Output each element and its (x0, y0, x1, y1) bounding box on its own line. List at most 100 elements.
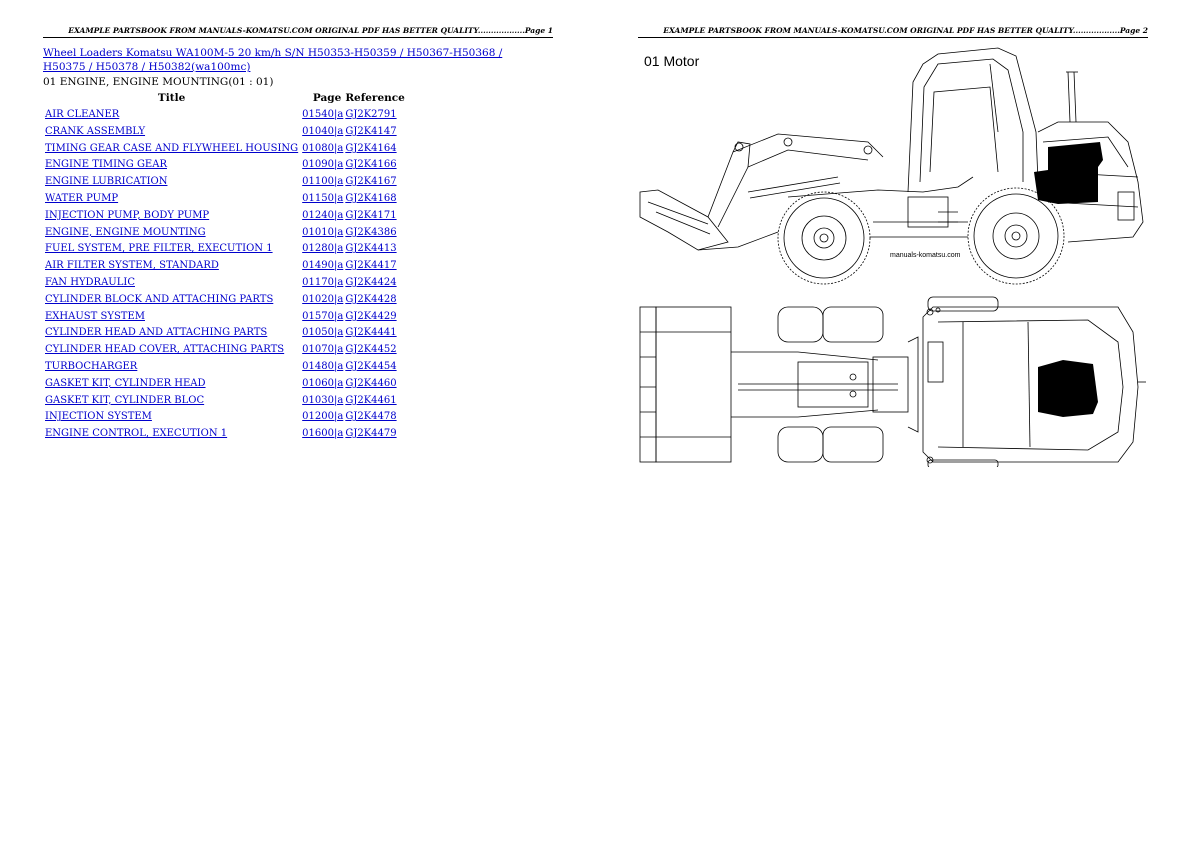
cell-page: 01090|a (300, 157, 343, 174)
page-number-link[interactable]: 01090|a (302, 159, 344, 171)
cell-reference: GJ2K4424 (343, 275, 407, 292)
cell-reference: GJ2K4171 (343, 208, 407, 225)
reference-link[interactable]: GJ2K4164 (345, 142, 397, 154)
reference-link[interactable]: GJ2K4424 (345, 276, 397, 288)
part-title-link[interactable]: TURBOCHARGER (45, 360, 138, 372)
reference-link[interactable]: GJ2K4452 (345, 344, 397, 356)
page-number-link[interactable]: 01170|a (302, 276, 344, 288)
cell-page: 01240|a (300, 208, 343, 225)
watermark: manuals-komatsu.com (890, 252, 961, 259)
cell-title: FUEL SYSTEM, PRE FILTER, EXECUTION 1 (43, 241, 300, 258)
table-row: CYLINDER HEAD COVER, ATTACHING PARTS 0107… (43, 342, 407, 359)
page-number-link[interactable]: 01100|a (302, 176, 344, 188)
cell-title: FAN HYDRAULIC (43, 275, 300, 292)
cell-reference: GJ2K4460 (343, 376, 407, 393)
part-title-link[interactable]: ENGINE LUBRICATION (45, 176, 168, 188)
column-header-title: Title (157, 92, 186, 105)
part-title-link[interactable]: INJECTION SYSTEM (45, 411, 152, 423)
page-number-link[interactable]: 01150|a (302, 192, 344, 204)
cell-reference: GJ2K4168 (343, 191, 407, 208)
page-number-link[interactable]: 01050|a (302, 327, 344, 339)
page-number-link[interactable]: 01020|a (302, 293, 344, 305)
cell-page: 01100|a (300, 174, 343, 191)
part-title-link[interactable]: GASKET KIT, CYLINDER HEAD (45, 377, 206, 389)
part-title-link[interactable]: EXHAUST SYSTEM (45, 310, 145, 322)
reference-link[interactable]: GJ2K4428 (345, 293, 397, 305)
page-number-link[interactable]: 01070|a (302, 344, 344, 356)
cell-reference: GJ2K4164 (343, 141, 407, 158)
part-title-link[interactable]: ENGINE TIMING GEAR (45, 159, 167, 171)
part-title-link[interactable]: CYLINDER HEAD AND ATTACHING PARTS (45, 327, 268, 339)
part-title-link[interactable]: AIR CLEANER (45, 109, 120, 120)
page-number-link[interactable]: 01280|a (302, 243, 344, 255)
reference-link[interactable]: GJ2K4461 (345, 394, 397, 406)
page-number-link[interactable]: 01040|a (302, 125, 344, 137)
cell-title: CYLINDER HEAD AND ATTACHING PARTS (43, 325, 300, 342)
page-number-link[interactable]: 01540|a (302, 109, 344, 120)
page-number-link[interactable]: 01200|a (302, 411, 344, 423)
page-header: EXAMPLE PARTSBOOK FROM MANUALS-KOMATSU.C… (663, 26, 1148, 35)
reference-link[interactable]: GJ2K4386 (345, 226, 397, 238)
reference-link[interactable]: GJ2K2791 (345, 109, 397, 120)
page-number-link[interactable]: 01600|a (302, 428, 344, 440)
section-title: 01 ENGINE, ENGINE MOUNTING(01 : 01) (43, 76, 274, 88)
column-header-reference: Reference (345, 92, 405, 105)
page-number-link[interactable]: 01570|a (302, 310, 344, 322)
column-header-page: Page (312, 92, 342, 105)
cell-title: AIR CLEANER (43, 107, 300, 124)
reference-link[interactable]: GJ2K4171 (345, 209, 397, 221)
part-title-link[interactable]: TIMING GEAR CASE AND FLYWHEEL HOUSING (45, 142, 299, 154)
part-title-link[interactable]: FUEL SYSTEM, PRE FILTER, EXECUTION 1 (45, 243, 273, 255)
part-title-link[interactable]: AIR FILTER SYSTEM, STANDARD (45, 260, 219, 272)
page-number-link[interactable]: 01010|a (302, 226, 344, 238)
part-title-link[interactable]: WATER PUMP (45, 192, 119, 204)
reference-link[interactable]: GJ2K4166 (345, 159, 397, 171)
part-title-link[interactable]: CYLINDER HEAD COVER, ATTACHING PARTS (45, 344, 285, 356)
reference-link[interactable]: GJ2K4417 (345, 260, 397, 272)
reference-link[interactable]: GJ2K4167 (345, 176, 397, 188)
reference-link[interactable]: GJ2K4479 (345, 428, 397, 440)
page-number-link[interactable]: 01080|a (302, 142, 344, 154)
table-header-row: Title Page Reference (43, 90, 407, 107)
reference-link[interactable]: GJ2K4478 (345, 411, 397, 423)
model-link[interactable]: Wheel Loaders Komatsu WA100M-5 20 km/h S… (43, 47, 503, 73)
page-number-link[interactable]: 01480|a (302, 360, 344, 372)
part-title-link[interactable]: ENGINE, ENGINE MOUNTING (45, 226, 206, 238)
cell-page: 01600|a (300, 426, 343, 443)
cell-title: GASKET KIT, CYLINDER BLOC (43, 393, 300, 410)
cell-title: WATER PUMP (43, 191, 300, 208)
page-number-link[interactable]: 01060|a (302, 377, 344, 389)
page-number-link[interactable]: 01030|a (302, 394, 344, 406)
top-view (639, 296, 1146, 467)
page-number-link[interactable]: 01240|a (302, 209, 344, 221)
cell-reference: GJ2K4441 (343, 325, 407, 342)
cell-title: EXHAUST SYSTEM (43, 309, 300, 326)
part-title-link[interactable]: GASKET KIT, CYLINDER BLOC (45, 394, 205, 406)
part-title-link[interactable]: CRANK ASSEMBLY (45, 125, 146, 137)
part-title-link[interactable]: ENGINE CONTROL, EXECUTION 1 (45, 428, 228, 440)
cell-page: 01060|a (300, 376, 343, 393)
reference-link[interactable]: GJ2K4454 (345, 360, 397, 372)
part-title-link[interactable]: FAN HYDRAULIC (45, 276, 135, 288)
cell-reference: GJ2K4147 (343, 124, 407, 141)
page-number-link[interactable]: 01490|a (302, 260, 344, 272)
cell-reference: GJ2K4167 (343, 174, 407, 191)
cell-reference: GJ2K4429 (343, 309, 407, 326)
reference-link[interactable]: GJ2K4413 (345, 243, 397, 255)
cell-reference: GJ2K4417 (343, 258, 407, 275)
reference-link[interactable]: GJ2K4460 (345, 377, 397, 389)
reference-link[interactable]: GJ2K4168 (345, 192, 397, 204)
reference-link[interactable]: GJ2K4147 (345, 125, 397, 137)
page-header: EXAMPLE PARTSBOOK FROM MANUALS-KOMATSU.C… (68, 26, 553, 35)
reference-link[interactable]: GJ2K4441 (345, 327, 397, 339)
part-title-link[interactable]: INJECTION PUMP, BODY PUMP (45, 209, 210, 221)
reference-link[interactable]: GJ2K4429 (345, 310, 397, 322)
wheel-loader-drawing: 01 Motor (639, 47, 1146, 467)
part-title-link[interactable]: CYLINDER BLOCK AND ATTACHING PARTS (45, 293, 274, 305)
